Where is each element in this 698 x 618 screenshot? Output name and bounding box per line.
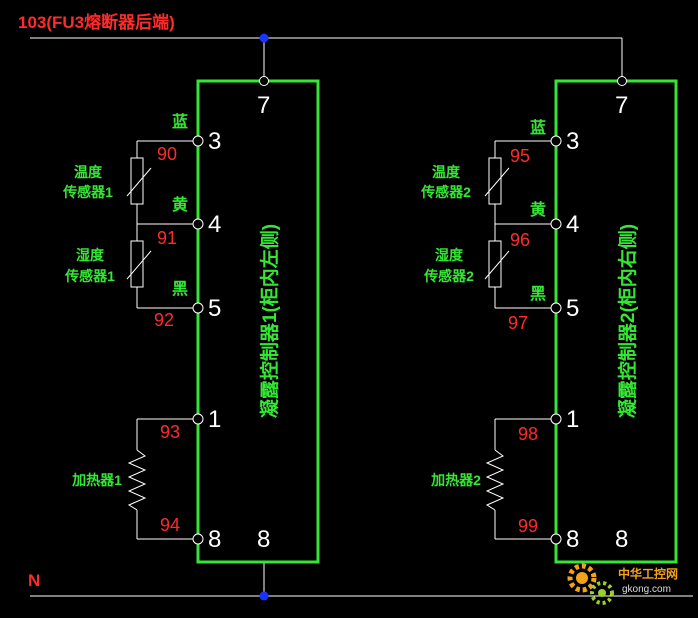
controller-1-pin-numbers: 7 3 4 5 1 8 8 (208, 92, 270, 553)
heater-2-symbol (485, 449, 505, 511)
pin-8: 8 (566, 526, 579, 553)
controller-2-title: 凝露控制器2(柜内右侧) (616, 224, 639, 418)
neutral-junction-node (259, 591, 269, 601)
controller-1-component-labels: 温度传感器1 湿度传感器1 加热器1 (62, 164, 122, 488)
color-label-black: 黑 (530, 285, 546, 303)
temp-sensor-2-symbol (484, 157, 510, 205)
controller-2: 7 3 4 5 1 8 8 蓝 黄 黑 95 96 97 98 99 温度传感器… (420, 76, 678, 564)
pin-4: 4 (208, 211, 221, 238)
controller-1-wires (136, 140, 193, 540)
controller-1-title: 凝露控制器1(柜内左侧) (258, 224, 281, 418)
temp-sensor-1-label: 温度传感器1 (62, 164, 113, 200)
humid-sensor-2-label: 湿度传感器2 (423, 247, 474, 284)
color-label-yellow: 黄 (172, 195, 188, 214)
controller-2-box (554, 79, 678, 564)
label-line: 湿度 (76, 247, 105, 263)
humid-sensor-1-symbol (126, 240, 152, 288)
watermark-line1: 中华工控网 (618, 566, 678, 581)
controller-2-color-labels: 蓝 黄 黑 (530, 118, 546, 303)
heater-1-label: 加热器1 (71, 472, 122, 488)
wire-number: 97 (508, 313, 528, 333)
wire-number: 94 (160, 515, 180, 535)
neutral-label: N (28, 571, 40, 590)
controller-2-wires (494, 140, 551, 540)
pin-1: 1 (566, 406, 579, 433)
wire-number: 96 (510, 230, 530, 250)
wire-number: 92 (154, 310, 174, 330)
pin-8: 8 (208, 526, 221, 553)
controller-1-wire-numbers: 90 91 92 93 94 (154, 144, 180, 535)
pin-4: 4 (566, 211, 579, 238)
label-line: 传感器1 (64, 268, 115, 284)
wire-number: 91 (157, 228, 177, 248)
pin-1: 1 (208, 406, 221, 433)
supply-label: 103(FU3熔断器后端) (18, 12, 175, 32)
label-line: 湿度 (435, 247, 464, 263)
pin-8-bottom: 8 (615, 526, 628, 553)
temp-sensor-2-label: 温度传感器2 (420, 164, 471, 200)
wire-number: 98 (518, 424, 538, 444)
humid-sensor-1-label: 湿度传感器1 (64, 247, 115, 284)
controller-1-color-labels: 蓝 黄 黑 (172, 112, 188, 298)
supply-junction-node (259, 33, 269, 43)
controller-2-pin-numbers: 7 3 4 5 1 8 8 (566, 92, 628, 553)
pin-7: 7 (615, 92, 628, 119)
pin-7: 7 (257, 92, 270, 119)
controller-2-component-labels: 温度传感器2 湿度传感器2 加热器2 (420, 164, 481, 488)
color-label-yellow: 黄 (530, 200, 546, 219)
pin-5: 5 (208, 295, 221, 322)
pin-3: 3 (208, 128, 221, 155)
color-label-blue: 蓝 (172, 112, 188, 131)
pin-8-bottom: 8 (257, 526, 270, 553)
pin-5: 5 (566, 295, 579, 322)
controller-1: 7 3 4 5 1 8 8 蓝 黄 黑 90 91 92 93 94 温度传感器… (62, 76, 320, 564)
heater-1-symbol (127, 449, 147, 511)
color-label-blue: 蓝 (530, 118, 546, 137)
label-line: 传感器2 (420, 184, 471, 200)
label-line: 传感器2 (423, 268, 474, 284)
wire-number: 90 (157, 144, 177, 164)
watermark: 中华工控网 gkong.com (567, 563, 678, 605)
watermark-line2: gkong.com (622, 584, 671, 595)
color-label-black: 黑 (172, 280, 188, 298)
humid-sensor-2-symbol (484, 240, 510, 288)
controller-1-box (196, 79, 320, 564)
controller-2-pins (550, 76, 627, 545)
temp-sensor-1-symbol (126, 157, 152, 205)
controller-2-wire-numbers: 95 96 97 98 99 (508, 146, 538, 536)
label-line: 温度 (74, 164, 103, 180)
neutral-rail (30, 562, 693, 597)
wire-number: 93 (160, 422, 180, 442)
supply-rail (30, 37, 623, 81)
controller-1-pins (192, 76, 269, 545)
label-line: 传感器1 (62, 184, 113, 200)
wire-number: 95 (510, 146, 530, 166)
label-line: 温度 (432, 164, 461, 180)
wire-number: 99 (518, 516, 538, 536)
pin-3: 3 (566, 128, 579, 155)
heater-2-label: 加热器2 (430, 472, 481, 488)
gear-icon (567, 563, 614, 605)
